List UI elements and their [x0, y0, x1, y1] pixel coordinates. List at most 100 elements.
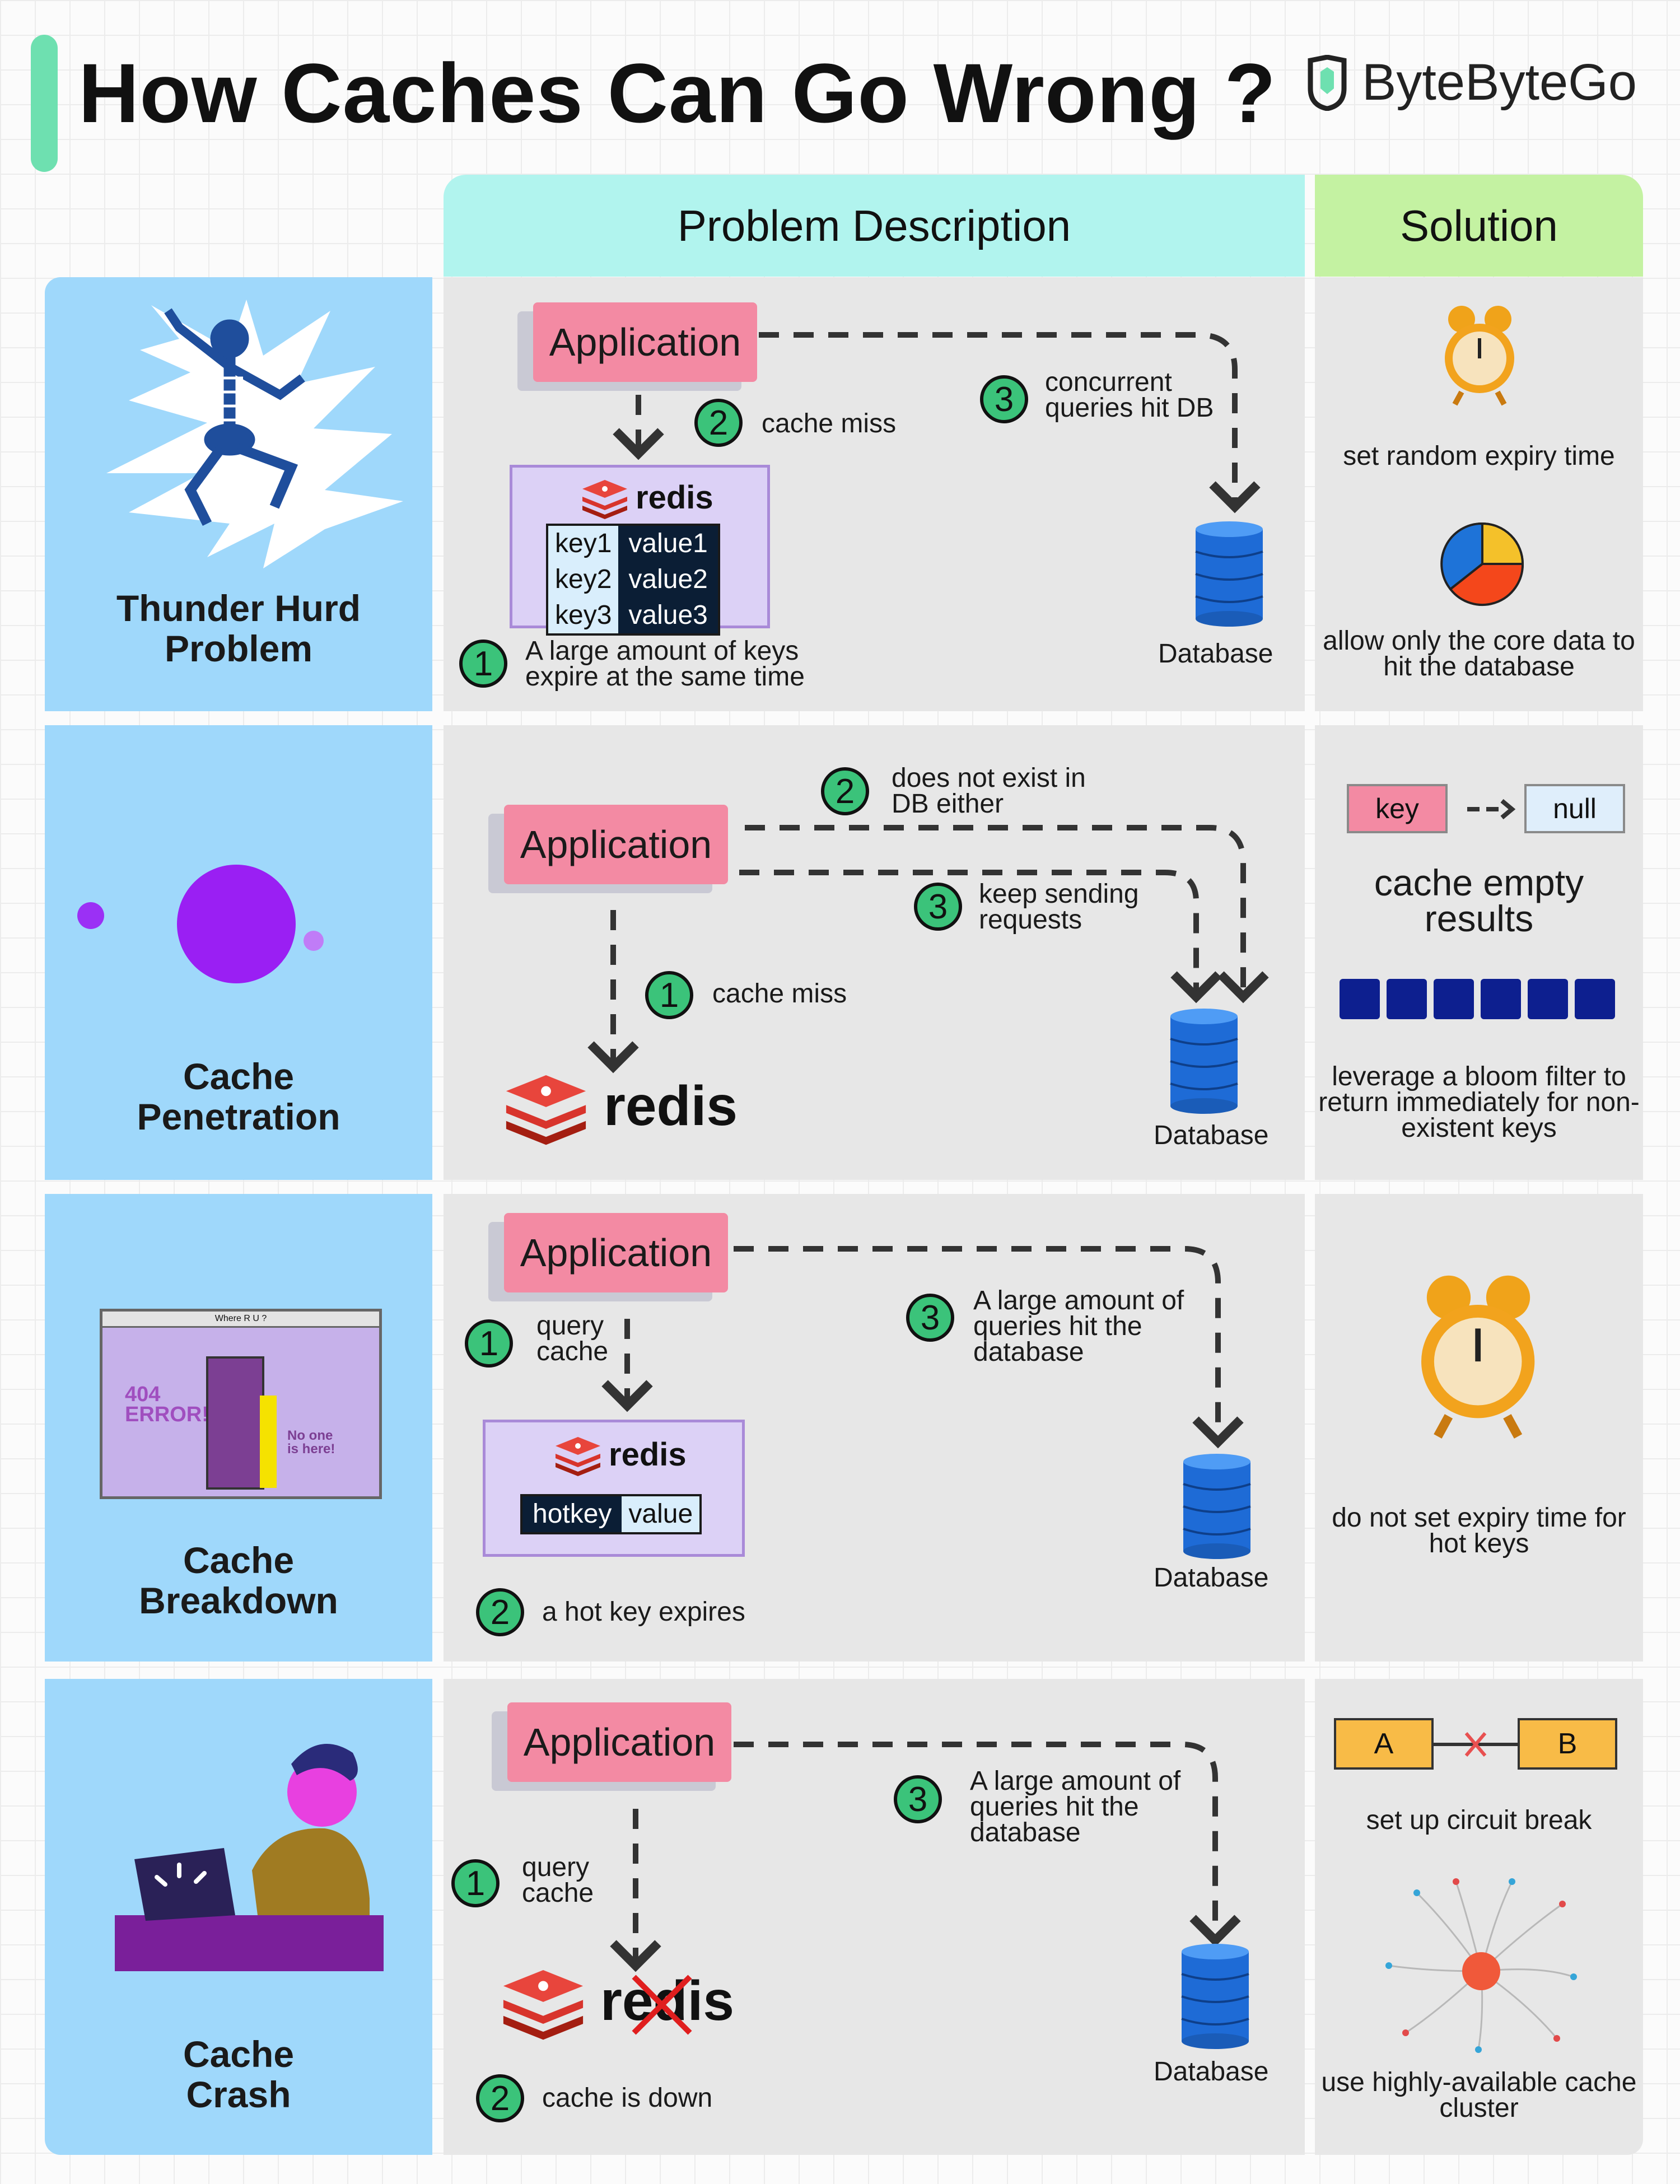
row2-step1-label: cache miss [712, 979, 847, 1009]
row2-null-box: null [1524, 784, 1625, 833]
redis-logo-icon [582, 480, 627, 519]
row2-key-box: key [1347, 784, 1448, 833]
bit [1434, 979, 1474, 1019]
row4-solution-b-label: use highly-available cache cluster [1321, 2068, 1637, 2123]
redis-logo-icon [503, 1970, 584, 2040]
row3-hotkey-value: value [622, 1496, 700, 1532]
bytebytego-logo-icon [1308, 54, 1347, 111]
bit [1387, 979, 1427, 1019]
bit [1340, 979, 1380, 1019]
door [206, 1356, 264, 1490]
row4-title-line2: Crash [186, 2074, 291, 2115]
arrow-right-icon [1467, 799, 1516, 820]
row4-title: Cache Crash [45, 2034, 432, 2115]
row4-step3-badge: 3 [894, 1775, 942, 1823]
row2-step1-badge: 1 [645, 971, 693, 1019]
row1-solution-a-label: set random expiry time [1343, 441, 1615, 471]
pie-chart-icon [1440, 522, 1524, 606]
header-problem-description: Problem Description [444, 175, 1305, 277]
row1-title: Thunder Hurd Problem [45, 588, 432, 669]
header-solution: Solution [1315, 175, 1643, 277]
row2-title: Cache Penetration [45, 1056, 432, 1137]
bit [1528, 979, 1568, 1019]
row2-redis-word: redis [604, 1075, 738, 1137]
row1-step2-label: cache miss [762, 409, 897, 438]
row4-database-icon [1181, 1944, 1249, 2049]
circuit-node-a: A [1334, 1718, 1434, 1770]
redis-logo-icon [556, 1437, 600, 1476]
redis-logo-icon [506, 1075, 586, 1145]
circuit-node-b: B [1518, 1718, 1617, 1770]
row3-step2-label: a hot key expires [542, 1597, 745, 1627]
row1-step1-badge: 1 [459, 640, 507, 688]
row1-application-label: Application [533, 302, 757, 382]
row1-value3: value3 [618, 598, 718, 633]
row3-step2-badge: 2 [476, 1588, 524, 1636]
row2-application-box: Application [488, 805, 728, 893]
row1-value2: value2 [618, 562, 718, 598]
row4-step2-badge: 2 [476, 2074, 524, 2122]
row3-title: Cache Breakdown [45, 1540, 432, 1621]
row1-step3-label: concurrent queries hit DB [1045, 367, 1214, 423]
row3-application-box: Application [488, 1213, 728, 1301]
row2-step2-label: does not exist in DB either [892, 763, 1086, 819]
alarm-clock-icon [1445, 306, 1514, 406]
row3-step1-label: query cache [536, 1311, 609, 1366]
cache-cluster-icon [1385, 1878, 1577, 2053]
row1-key3: key3 [548, 598, 619, 633]
row1-title-line2: Problem [164, 628, 313, 669]
row3-title-line2: Breakdown [139, 1580, 338, 1621]
row1-redis-box: redis key1 key2 key3 value1 value2 value… [510, 465, 770, 636]
row4-solution-a-label: set up circuit break [1366, 1805, 1592, 1835]
no-one-here-text: No one is here! [287, 1428, 335, 1457]
row3-title-line1: Cache [183, 1539, 295, 1581]
row1-key2: key2 [548, 562, 619, 598]
row4-step1-badge: 1 [451, 1859, 500, 1907]
row2-title-line1: Cache [183, 1056, 295, 1097]
broken-link-icon [1434, 1732, 1518, 1757]
row3-redis-box: redis hotkey value [483, 1420, 745, 1557]
row2-database-icon [1170, 1009, 1238, 1114]
row3-solution-a-label: do not set expiry time for hot keys [1332, 1503, 1626, 1558]
door-light [260, 1396, 277, 1488]
row2-step3-badge: 3 [914, 883, 962, 931]
browser-404-illustration: Where R U ? 404 ERROR! No one is here! [100, 1309, 382, 1499]
alarm-clock-icon [1421, 1275, 1535, 1439]
row1-database-icon [1195, 521, 1263, 627]
page-title: How Caches Can Go Wrong ? [78, 46, 1277, 140]
row1-kv-table: key1 key2 key3 value1 value2 value3 [546, 524, 720, 636]
row3-step3-label: A large amount of queries hit the databa… [973, 1286, 1184, 1367]
row1-database-label: Database [1158, 639, 1273, 669]
row4-title-line1: Cache [183, 2033, 295, 2075]
row1-step1-label: A large amount of keys expire at the sam… [525, 636, 805, 692]
row3-hotkey: hotkey [522, 1496, 622, 1532]
bit [1481, 979, 1521, 1019]
row3-step1-badge: 1 [465, 1319, 513, 1368]
planet-illustration [77, 865, 324, 983]
row3-database-icon [1183, 1454, 1251, 1559]
row2-solution-a-label: cache empty results [1374, 862, 1584, 939]
row2-title-line2: Penetration [137, 1096, 340, 1137]
row2-step2-badge: 2 [821, 767, 869, 815]
row3-redis-word: redis [609, 1436, 687, 1473]
row1-solution-b-label: allow only the core data to hit the data… [1323, 626, 1635, 682]
row3-step3-badge: 3 [906, 1294, 954, 1342]
skeleton-electrocuted-illustration [106, 300, 403, 568]
bit [1575, 979, 1615, 1019]
bloom-filter-bits [1340, 979, 1615, 1019]
row1-step3-badge: 3 [980, 375, 1028, 423]
row3-application-label: Application [504, 1213, 728, 1292]
frustrated-person-illustration [115, 1744, 384, 1971]
row3-kv-table: hotkey value [520, 1494, 702, 1534]
brand: ByteByteGo [1305, 53, 1637, 112]
browser-title: Where R U ? [102, 1312, 379, 1328]
row3-database-label: Database [1154, 1563, 1269, 1593]
title-accent-bar [31, 35, 58, 172]
brand-name: ByteByteGo [1362, 54, 1637, 111]
row4-step3-label: A large amount of queries hit the databa… [970, 1766, 1181, 1847]
row4-application-box: Application [492, 1702, 731, 1791]
crossed-out-icon [632, 1975, 692, 2035]
row2-application-label: Application [504, 805, 728, 884]
row1-step2-badge: 2 [694, 399, 743, 447]
row1-title-line1: Thunder Hurd [116, 587, 361, 629]
